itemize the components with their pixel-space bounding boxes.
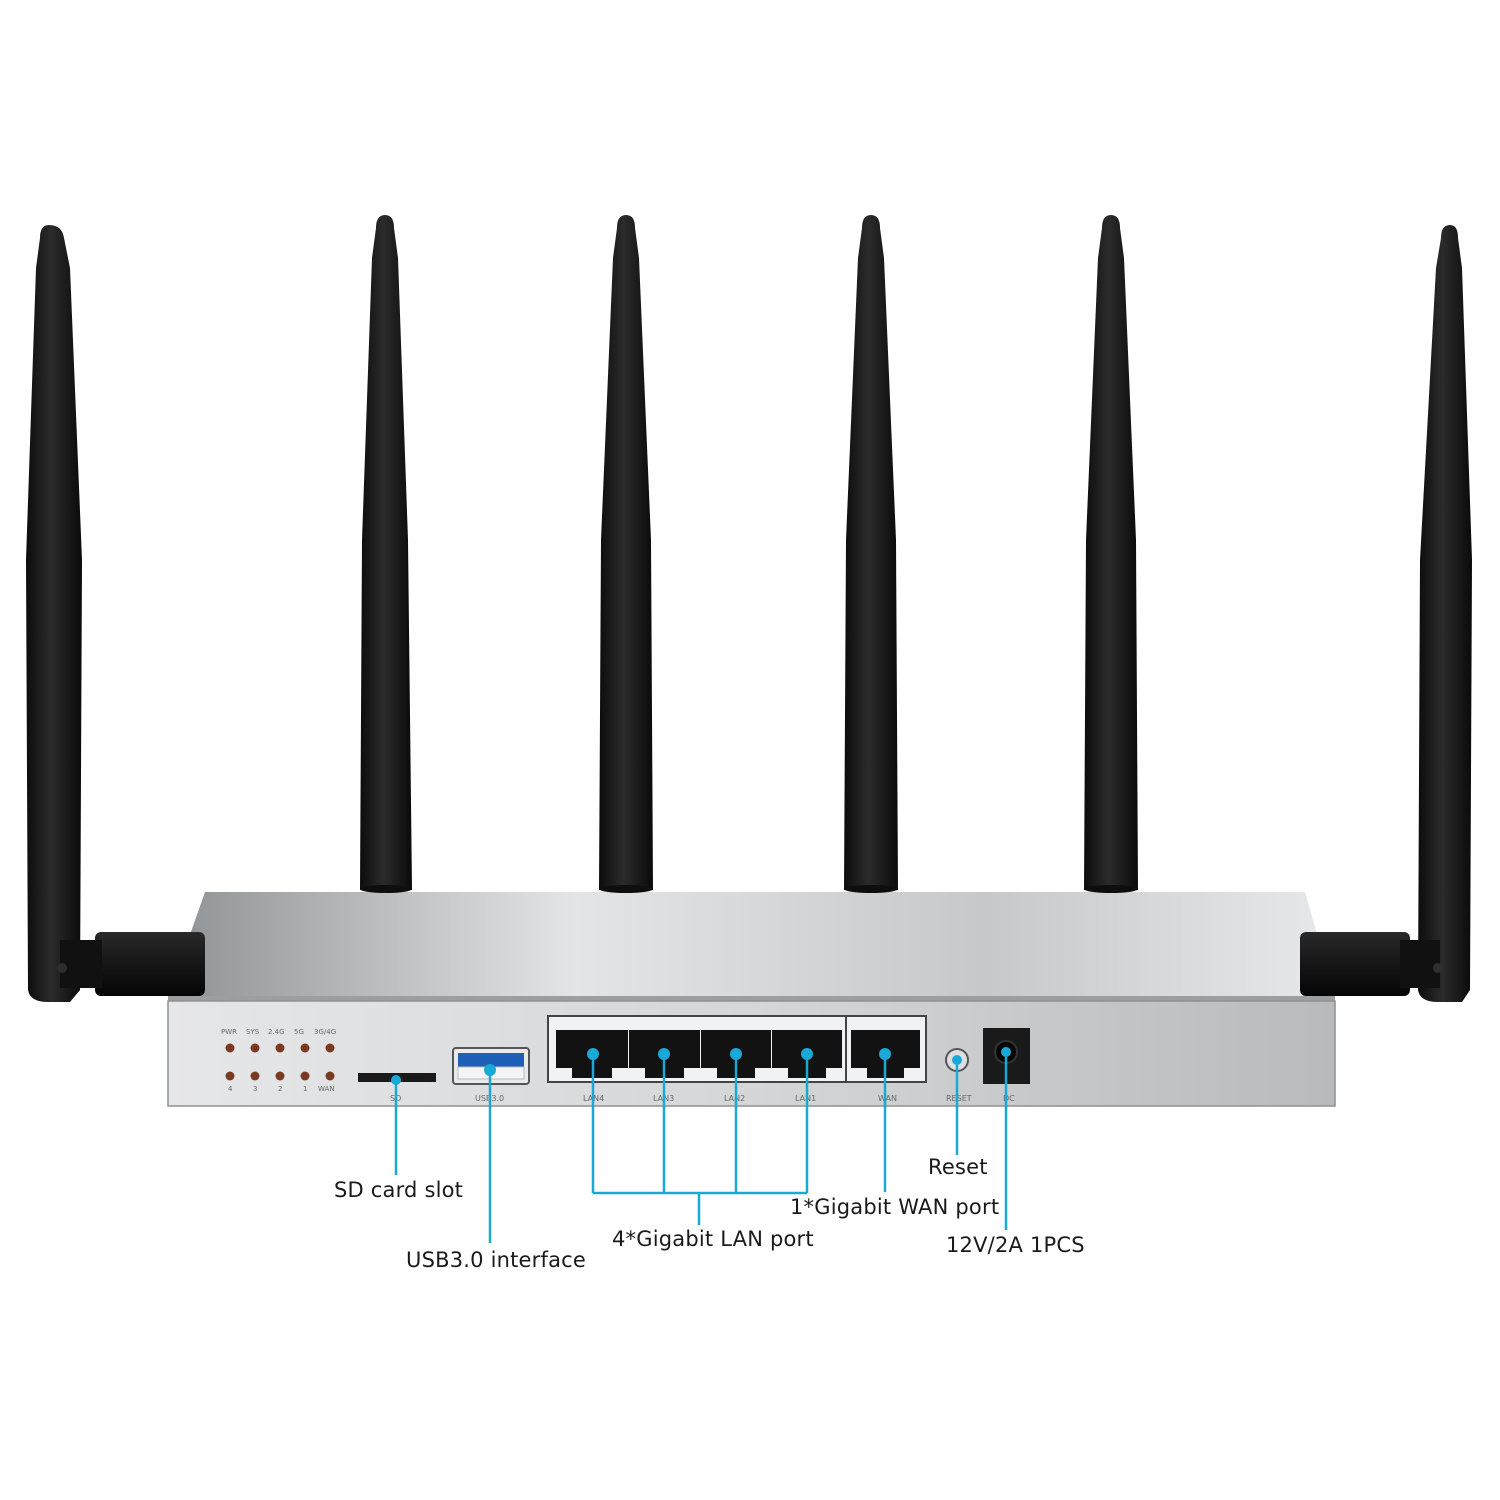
sd-callout-dot <box>391 1075 401 1085</box>
antenna-1 <box>26 225 205 1002</box>
reset-callout-dot <box>952 1055 962 1065</box>
led-label-wan: WAN <box>318 1085 335 1093</box>
lan4-callout-dot <box>587 1048 599 1060</box>
router-top-panel <box>168 892 1335 997</box>
callout-sd-card-slot: SD card slot <box>334 1178 464 1202</box>
wan-callout-dot <box>879 1048 891 1060</box>
wan-port-label: WAN <box>878 1094 897 1103</box>
antenna-2 <box>360 215 412 890</box>
callout-dots <box>391 1047 1011 1085</box>
led-label-3: 3 <box>253 1085 257 1093</box>
led-label-sys: SYS <box>246 1028 260 1036</box>
led-label-3g4g: 3G/4G <box>314 1028 336 1036</box>
callout-leaders <box>394 1052 1008 1243</box>
callout-lan-ports: 4*Gigabit LAN port <box>612 1227 814 1251</box>
lan1-port-label: LAN1 <box>795 1094 816 1103</box>
led-label-4: 4 <box>228 1085 233 1093</box>
antenna-5 <box>1084 215 1138 890</box>
callout-reset: Reset <box>928 1155 988 1179</box>
antenna-3 <box>599 215 653 890</box>
lan1-callout-dot <box>801 1048 813 1060</box>
reset-port-label: RESET <box>946 1094 972 1103</box>
led-label-24g: 2.4G <box>268 1028 285 1036</box>
callout-wan-port: 1*Gigabit WAN port <box>790 1195 1000 1219</box>
led-indicator-panel: PWR SYS 2.4G 5G 3G/4G 4 3 2 1 WAN <box>221 1028 336 1093</box>
callout-usb3-interface: USB3.0 interface <box>406 1248 587 1272</box>
lan3-callout-dot <box>658 1048 670 1060</box>
led-label-pwr: PWR <box>221 1028 237 1036</box>
antenna-6 <box>1300 225 1472 1002</box>
usb-callout-dot <box>484 1064 496 1076</box>
lan2-callout-dot <box>730 1048 742 1060</box>
led-label-1: 1 <box>303 1085 307 1093</box>
lan2-port-label: LAN2 <box>724 1094 745 1103</box>
led-label-2: 2 <box>278 1085 282 1093</box>
dc-port-label: DC <box>1003 1094 1015 1103</box>
antenna-4 <box>844 215 898 890</box>
callout-power: 12V/2A 1PCS <box>946 1233 1085 1257</box>
dc-callout-dot <box>1001 1047 1011 1057</box>
led-label-5g: 5G <box>294 1028 304 1036</box>
